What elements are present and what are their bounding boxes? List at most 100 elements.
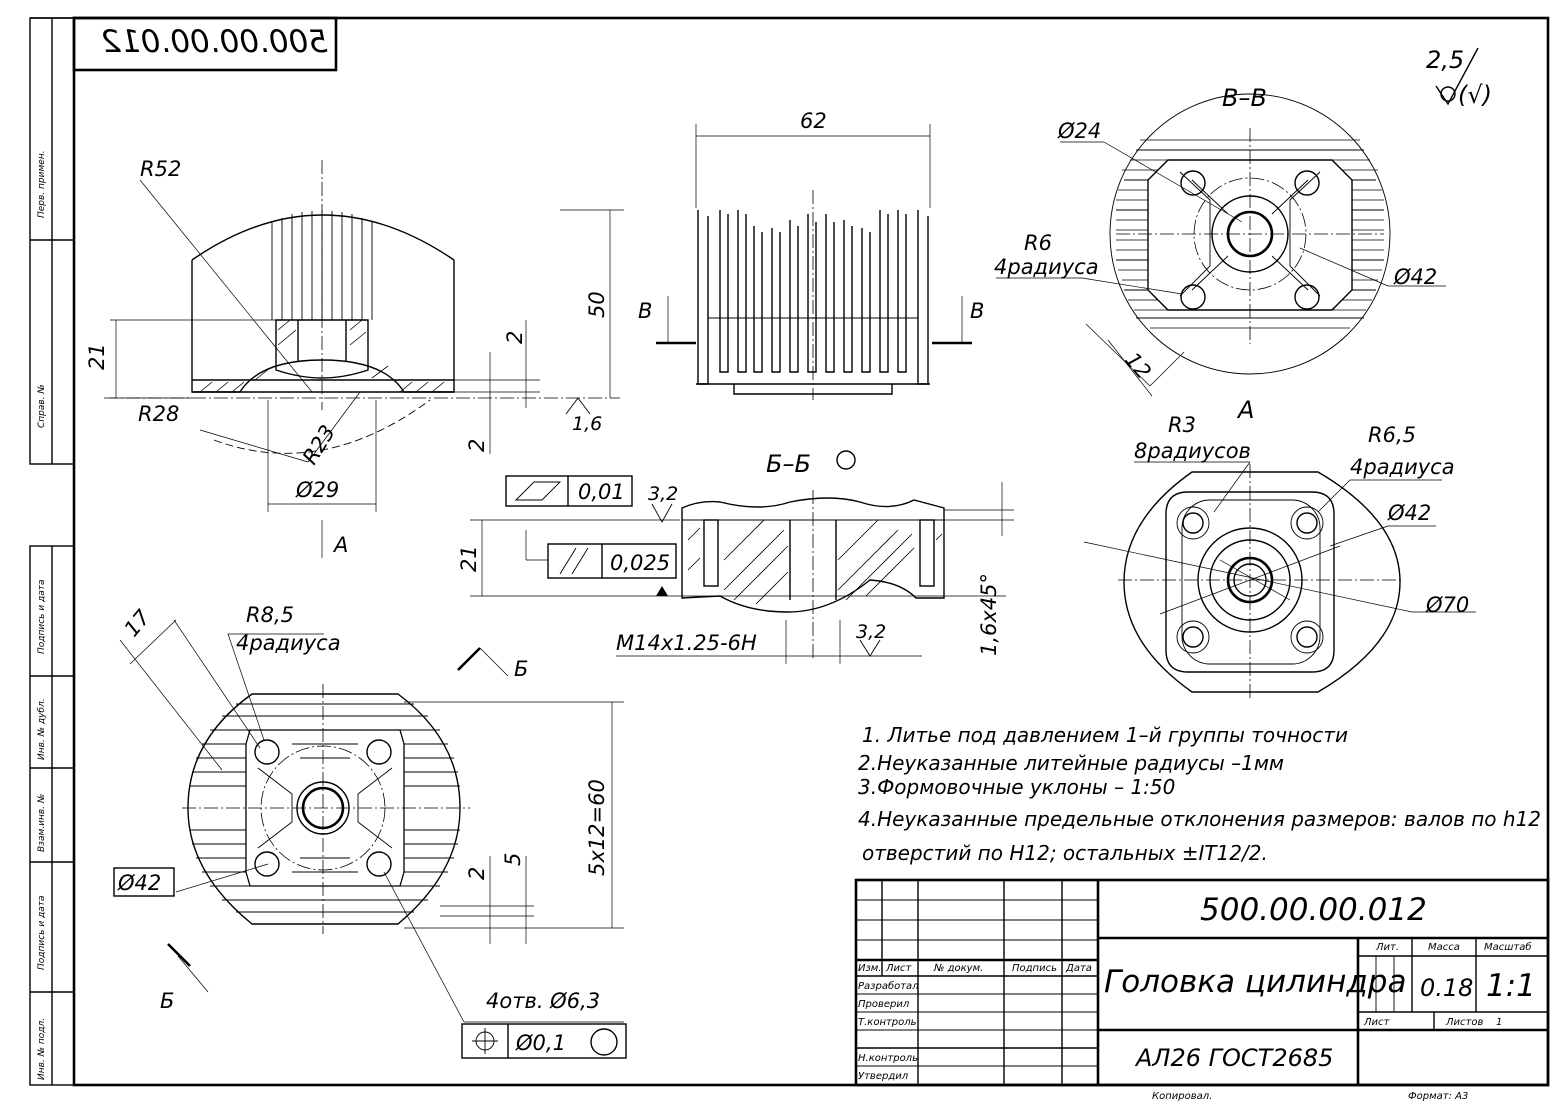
tb-mass: 0.18	[1420, 974, 1473, 1002]
fins-view	[656, 124, 972, 400]
dim-holes: 4отв. Ø6,3	[486, 989, 600, 1013]
plan-view-dims	[119, 619, 624, 1023]
tb-lit: Лит.	[1375, 942, 1399, 953]
label-a-right: А	[1236, 396, 1254, 424]
view-a-dims	[1083, 461, 1476, 615]
dim-5: 5	[501, 853, 525, 866]
label-bsec: Б–Б	[766, 450, 811, 478]
stamp-podp1: Подпись и дата	[37, 579, 47, 654]
dim-d70: Ø70	[1425, 593, 1469, 617]
stamp-perv: Перв. примен.	[37, 150, 47, 218]
note-4: 4.Неуказанные предельные отклонения разм…	[858, 807, 1541, 831]
roughness-icon	[565, 397, 591, 415]
view-a-right	[1118, 464, 1404, 700]
technical-notes: 1. Литье под давлением 1–й группы точнос…	[858, 723, 1541, 865]
parallelism-frame: 0,025	[547, 543, 677, 579]
note-5: отверстий по H12; остальных ±IT12/2.	[862, 841, 1268, 865]
dim-r3: R3	[1168, 413, 1196, 437]
top-code-box: 500.00.00.012	[72, 16, 338, 72]
dim-2b: 2	[465, 439, 489, 452]
label-view-a: А	[332, 533, 348, 557]
svg-text:Ø0,1: Ø0,1	[515, 1031, 566, 1055]
dim-560: 5x12=60	[585, 779, 609, 876]
plan-view	[167, 647, 509, 993]
cut-b-bottom: Б	[160, 989, 174, 1013]
d42-box: Ø42	[113, 867, 175, 897]
format-label: Формат: А3	[1408, 1091, 1468, 1102]
tb-utv: Утвердил	[858, 1071, 909, 1082]
dim-21a: 21	[85, 343, 109, 370]
dim-50: 50	[585, 291, 609, 318]
front-view-dims	[110, 179, 624, 558]
dim-21b: 21	[457, 545, 481, 572]
dim-r85: R8,5	[246, 603, 294, 627]
dim-r85n: 4радиуса	[236, 631, 341, 655]
dim-r65: R6,5	[1368, 423, 1416, 447]
side-stamp: Перв. примен. Справ. № Подпись и дата Ин…	[29, 17, 75, 1086]
svg-text:0,01: 0,01	[578, 480, 625, 504]
dim-d29: Ø29	[295, 478, 339, 502]
tb-data: Дата	[1065, 963, 1092, 974]
dim-62: 62	[800, 109, 827, 133]
tb-mass-label: Масса	[1428, 942, 1460, 953]
dim-r6n: 4радиуса	[994, 255, 1099, 279]
dim-r65n: 4радиуса	[1350, 455, 1455, 479]
dim-r52: R52	[140, 157, 181, 181]
note-3: 3.Формовочные уклоны – 1:50	[858, 775, 1175, 799]
tb-scale-label: Масштаб	[1484, 941, 1532, 953]
tb-ndoc: № докум.	[933, 963, 983, 974]
dim-d42b: Ø42	[1387, 501, 1431, 525]
tb-razr: Разработал	[858, 980, 919, 992]
tb-sheets-value: 1	[1496, 1017, 1502, 1028]
cut-v-right: В	[970, 299, 984, 323]
dim-d24: Ø24	[1057, 119, 1101, 143]
tb-tkontr: Т.контроль	[858, 1017, 917, 1028]
copied-label: Копировал.	[1152, 1091, 1212, 1102]
dim-r28: R28	[138, 402, 179, 426]
section-bb-view	[470, 482, 1014, 664]
svg-text:2,5: 2,5	[1426, 46, 1464, 74]
front-section-view	[104, 160, 620, 454]
svg-text:Ø42: Ø42	[117, 871, 161, 895]
cut-b-top: Б	[514, 657, 528, 681]
stamp-podp2: Подпись и дата	[37, 895, 47, 970]
dim-r6: R6	[1024, 231, 1052, 255]
tb-code: 500.00.00.012	[1200, 892, 1427, 928]
cut-v-left: В	[638, 299, 652, 323]
stamp-sprav: Справ. №	[37, 384, 47, 428]
tb-scale: 1:1	[1486, 968, 1536, 1004]
section-vv-dims	[996, 141, 1446, 397]
title-block: Изм. Лист № докум. Подпись Дата Разработ…	[854, 878, 1550, 1087]
dim-d42a: Ø42	[1393, 265, 1437, 289]
tb-podp: Подпись	[1012, 963, 1057, 974]
stamp-podl: Инв. № подл.	[37, 1018, 47, 1080]
position-frame: Ø0,1	[461, 1023, 627, 1059]
tb-title: Головка цилиндра	[1104, 964, 1406, 1000]
label-bb: В–В	[1222, 84, 1267, 112]
note-2: 2.Неуказанные литейные радиусы –1мм	[858, 751, 1284, 775]
tb-sheets-label: Листов	[1445, 1017, 1483, 1028]
tb-sheet-label: Лист	[1363, 1017, 1391, 1028]
code-mirrored: 500.00.00.012	[101, 24, 328, 60]
dim-2c: 2	[465, 867, 489, 880]
flatness-frame: 0,01	[505, 475, 633, 507]
tb-material: АЛ26 ГОСТ2685	[1134, 1044, 1333, 1072]
section-vv-view	[1109, 93, 1391, 375]
rough-32b: 3,2	[856, 621, 886, 643]
tb-izm: Изм.	[858, 963, 882, 974]
dim-r3n: 8радиусов	[1134, 439, 1251, 463]
stamp-vzam: Взам.инв. №	[37, 794, 47, 852]
rough-32a: 3,2	[648, 483, 678, 505]
dim-r23: R23	[298, 421, 340, 469]
tb-list: Лист	[885, 963, 913, 974]
general-roughness: 2,5 (√)	[1426, 46, 1492, 109]
dim-12: 12	[1120, 348, 1156, 384]
tb-prov: Проверил	[858, 999, 910, 1010]
dim-17: 17	[119, 605, 155, 641]
dim-2a: 2	[503, 331, 527, 344]
svg-text:(√): (√)	[1458, 81, 1492, 109]
tb-nkontr: Н.контроль	[858, 1053, 918, 1064]
rough-16: 1,6	[572, 413, 602, 435]
note-1: 1. Литье под давлением 1–й группы точнос…	[862, 723, 1348, 747]
